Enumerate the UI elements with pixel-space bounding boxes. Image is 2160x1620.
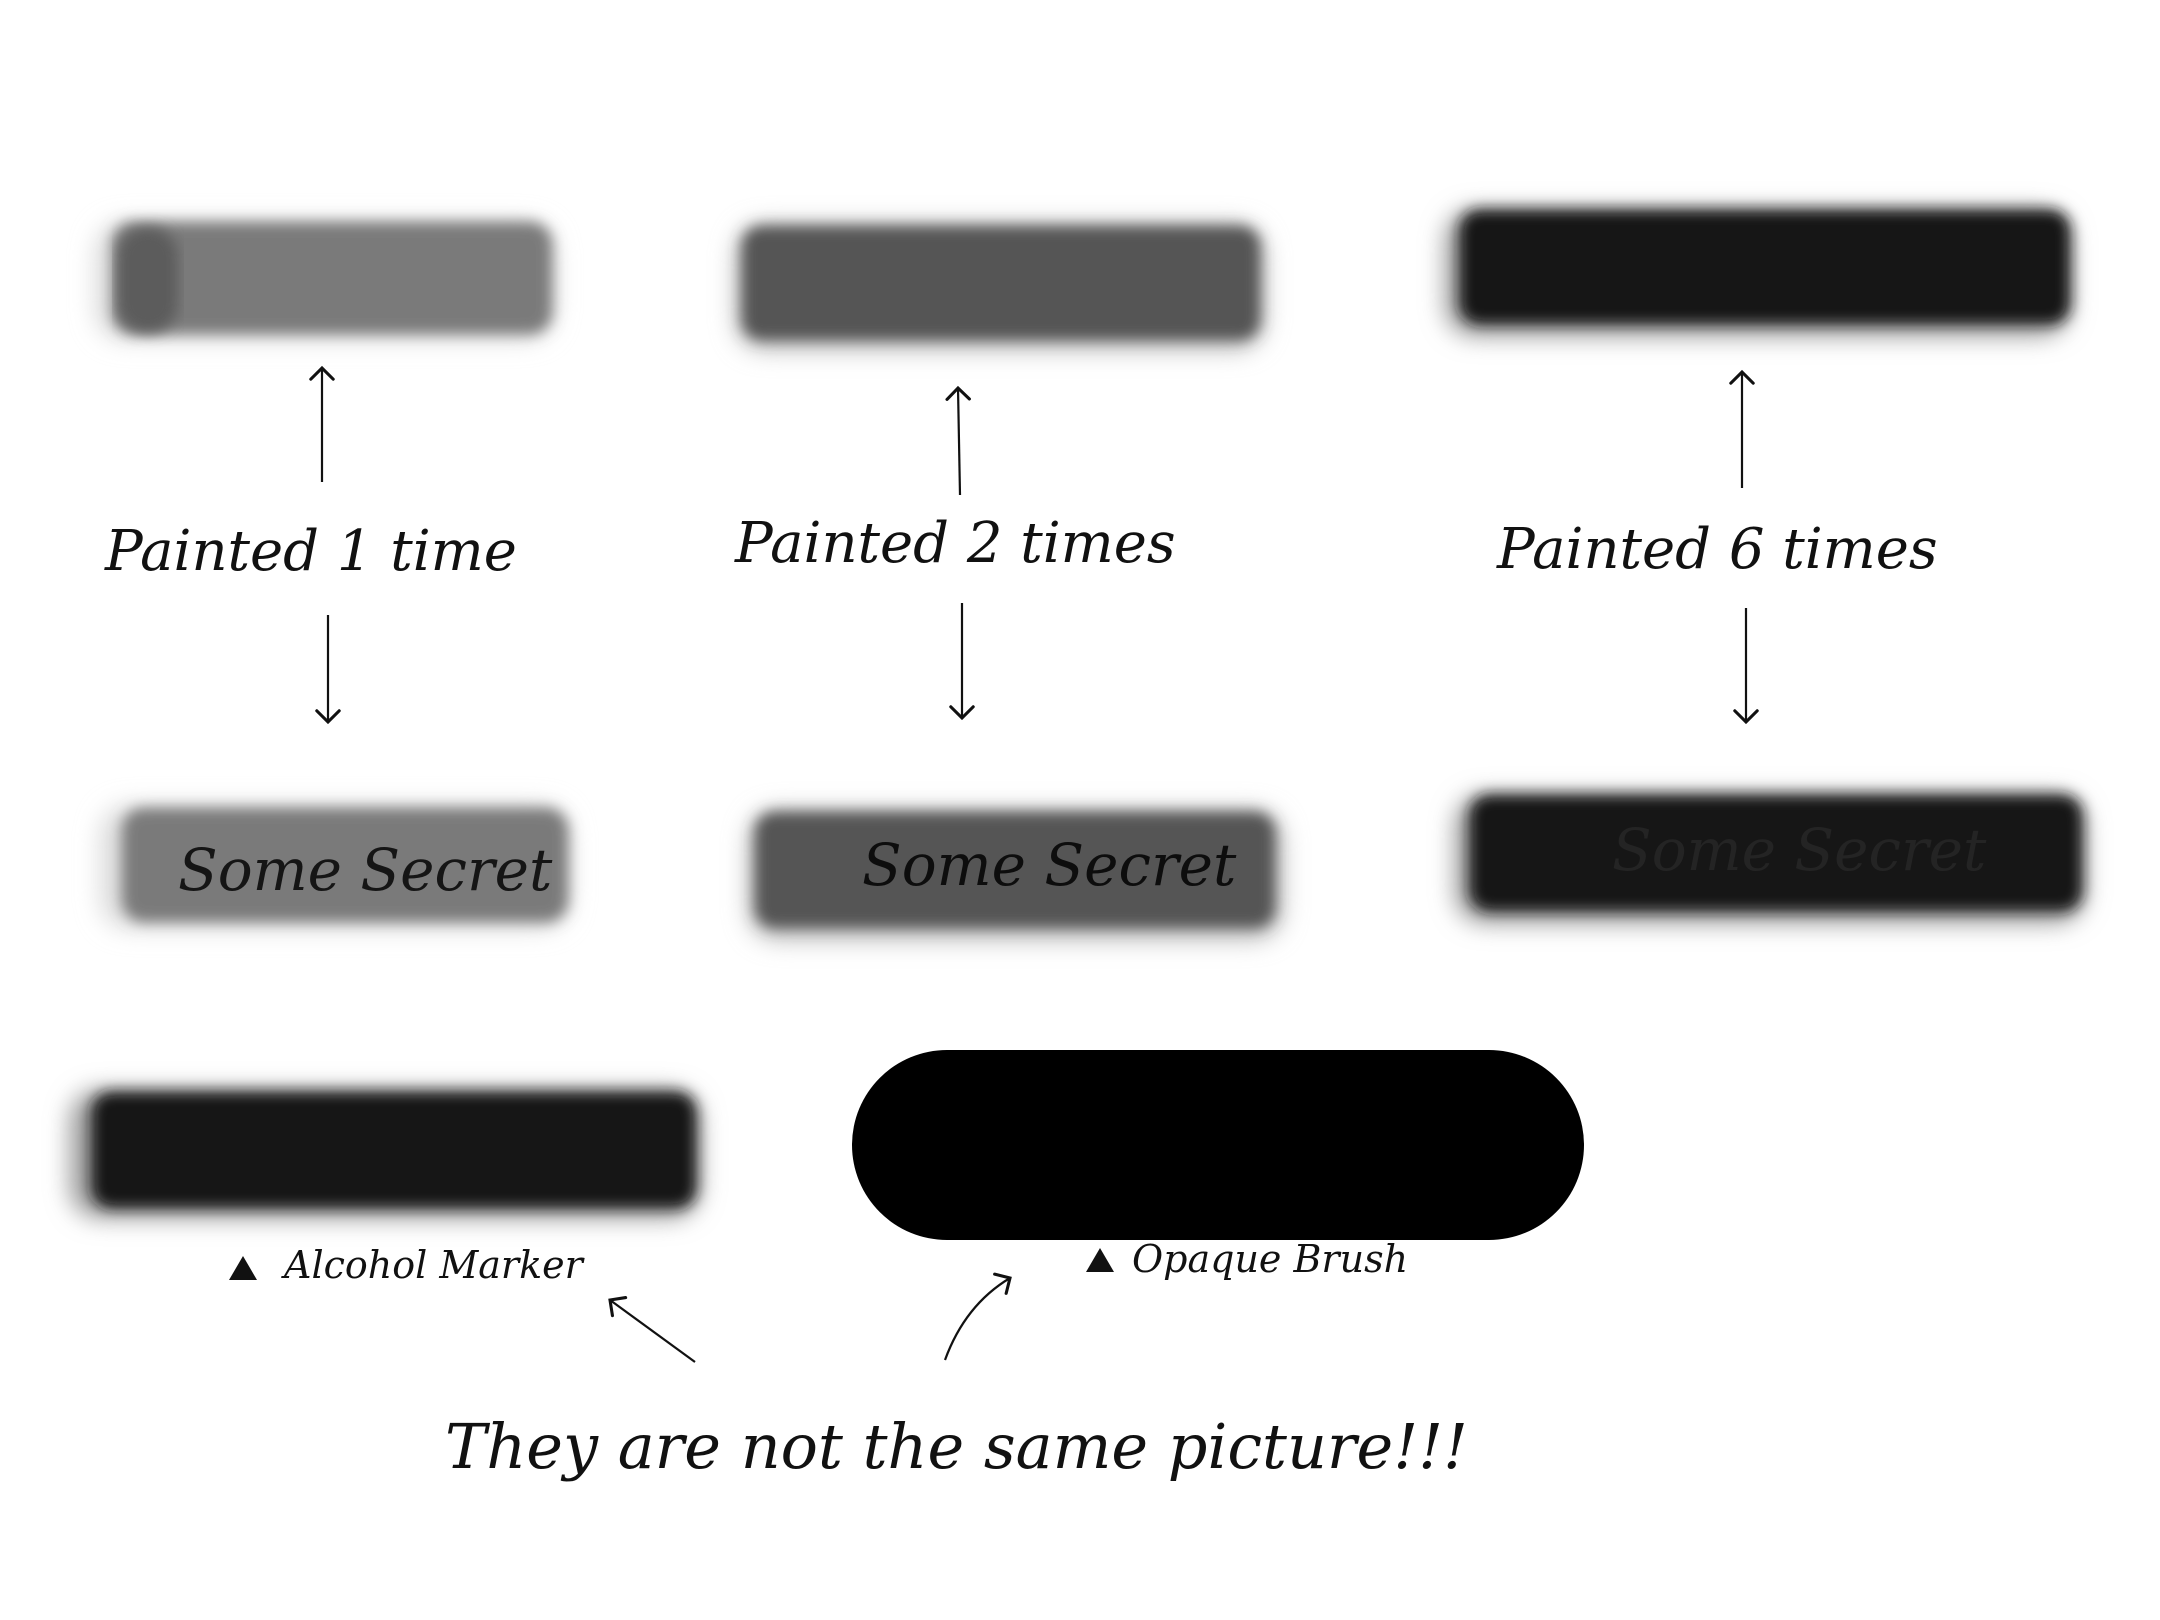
top-stroke-6x xyxy=(1445,210,2070,336)
label-painted-6-times: Painted 6 times xyxy=(1496,517,1938,582)
conclusion-text: They are not the same picture!!! xyxy=(445,1410,1468,1483)
label-opaque-brush: Opaque Brush xyxy=(1132,1237,1408,1281)
top-stroke-1x xyxy=(95,222,555,340)
top-stroke-2x xyxy=(735,224,1265,350)
alcohol-marker-stroke xyxy=(70,1090,700,1218)
triangle-marker-icon xyxy=(229,1256,257,1280)
label-painted-2-times: Painted 2 times xyxy=(734,511,1176,576)
secret-text-6x: Some Secret xyxy=(1612,816,1987,884)
pointer-arrow-right xyxy=(943,1272,1012,1361)
secret-text-1x: Some Secret xyxy=(178,836,553,904)
label-alcohol-marker: Alcohol Marker xyxy=(281,1243,586,1287)
triangle-brush-icon xyxy=(1086,1248,1114,1272)
label-painted-1-time: Painted 1 time xyxy=(104,519,517,584)
secret-6x: Some Secret xyxy=(1455,795,2085,923)
secret-text-2x: Some Secret xyxy=(862,831,1237,899)
secret-2x: Some Secret xyxy=(748,810,1283,940)
opaque-brush-stroke xyxy=(852,1050,1584,1240)
pointer-arrow-left xyxy=(608,1296,696,1363)
secret-1x: Some Secret xyxy=(100,805,570,929)
up-arrow-2 xyxy=(945,385,971,496)
